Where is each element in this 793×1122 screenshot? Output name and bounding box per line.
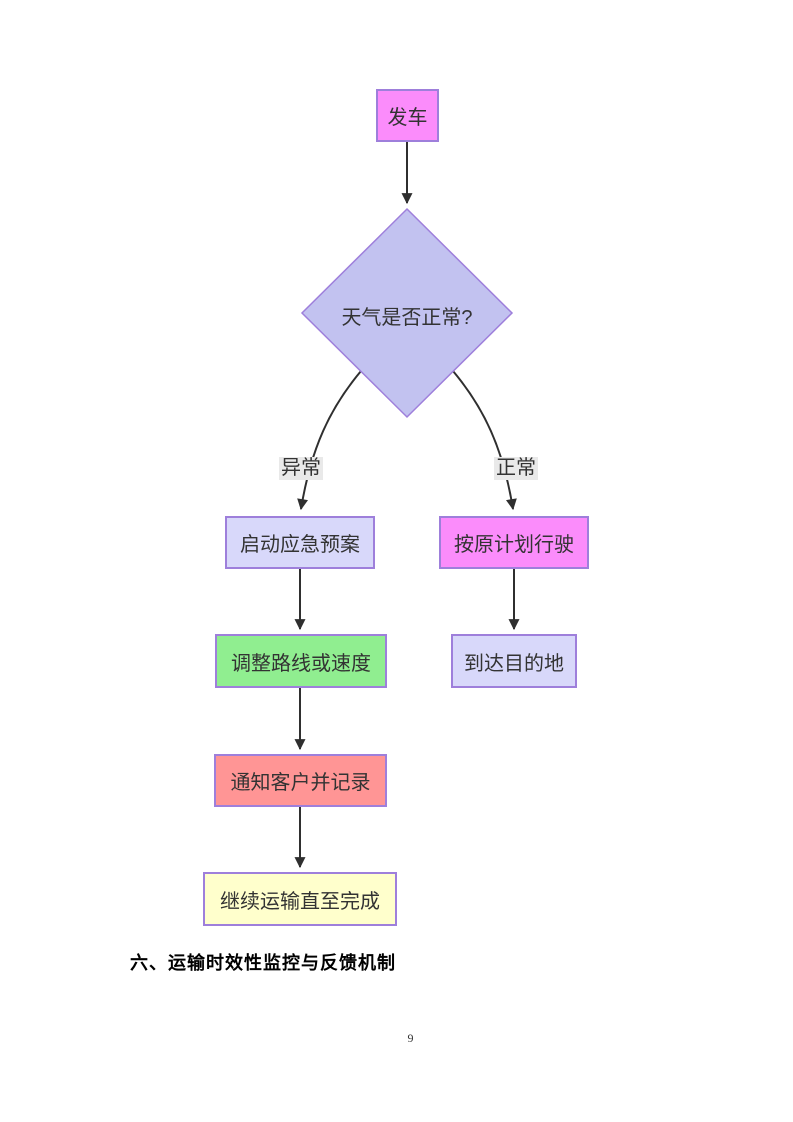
flowchart-node-decision-label: 天气是否正常? bbox=[341, 307, 473, 329]
edge-label-abnormal: 异常 bbox=[279, 457, 323, 480]
edge-decision-emergency bbox=[297, 370, 362, 511]
flowchart-node-emergency: 启动应急预案 bbox=[225, 516, 375, 569]
flowchart-node-notify: 通知客户并记录 bbox=[214, 754, 387, 807]
edge-label-normal: 正常 bbox=[494, 457, 538, 480]
node-label: 继续运输直至完成 bbox=[220, 890, 380, 913]
page-number: 9 bbox=[407, 1031, 414, 1045]
flowchart-node-adjust: 调整路线或速度 bbox=[215, 634, 387, 688]
node-label: 到达目的地 bbox=[464, 652, 564, 675]
node-label: 发车 bbox=[387, 107, 428, 129]
flowchart-node-arrive: 到达目的地 bbox=[451, 634, 577, 688]
node-label: 通知客户并记录 bbox=[230, 772, 371, 794]
node-label: 启动应急预案 bbox=[240, 534, 360, 556]
node-label: 调整路线或速度 bbox=[231, 652, 371, 675]
flowchart-node-planned: 按原计划行驶 bbox=[439, 516, 589, 569]
flowchart-node-decision-shape bbox=[300, 207, 514, 419]
node-label: 按原计划行驶 bbox=[454, 534, 574, 556]
flowchart-node-finish: 继续运输直至完成 bbox=[203, 872, 397, 926]
section-heading: 六、运输时效性监控与反馈机制 bbox=[130, 953, 396, 973]
edge-decision-planned bbox=[452, 370, 517, 511]
flowchart-node-start: 发车 bbox=[376, 89, 439, 142]
